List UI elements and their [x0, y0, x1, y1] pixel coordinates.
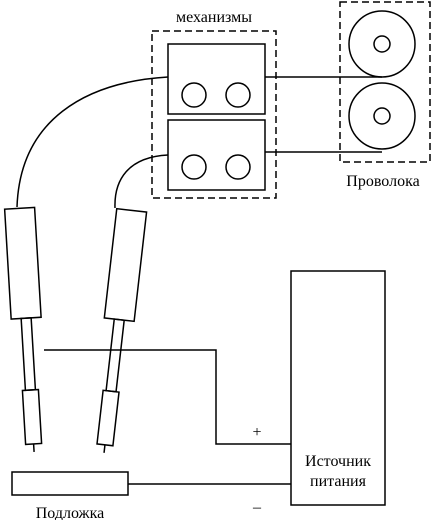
substrate — [11, 471, 129, 496]
wire-label: Проволока — [346, 173, 419, 190]
substrate-label: Подложка — [36, 505, 105, 520]
positive-lead — [44, 349, 291, 445]
feed-roller — [181, 154, 207, 180]
torch-right-tube — [105, 318, 126, 393]
torch-right-body — [103, 207, 148, 323]
mechanisms-label: механизмы — [176, 9, 252, 26]
plus-sign: + — [252, 424, 261, 441]
minus-sign: – — [252, 499, 262, 516]
hose-right — [114, 154, 169, 209]
power-source-label-line1: Источник — [305, 453, 371, 470]
torch-right-wire — [103, 444, 106, 453]
power-source-box — [290, 270, 386, 506]
torch-left-tip — [21, 388, 43, 446]
feed-roller — [225, 154, 251, 180]
power-source-label-line2: питания — [310, 473, 367, 490]
feed-roller — [225, 82, 251, 108]
torch-right-tip — [96, 389, 120, 447]
wire-spool-lower-hub — [373, 107, 391, 125]
wire-spools-boundary — [339, 1, 431, 163]
hose-left — [16, 76, 169, 208]
torch-left-body — [3, 206, 42, 320]
feed-roller — [181, 82, 207, 108]
feed-mechanism-upper — [167, 43, 266, 115]
mechanisms-group-boundary — [151, 30, 277, 199]
wire-spool-upper — [348, 10, 416, 78]
wire-spool-lower — [348, 82, 416, 150]
feed-mechanism-lower — [167, 119, 266, 191]
torch-left-tube — [20, 317, 37, 392]
wire-spool-upper-hub — [373, 35, 391, 53]
